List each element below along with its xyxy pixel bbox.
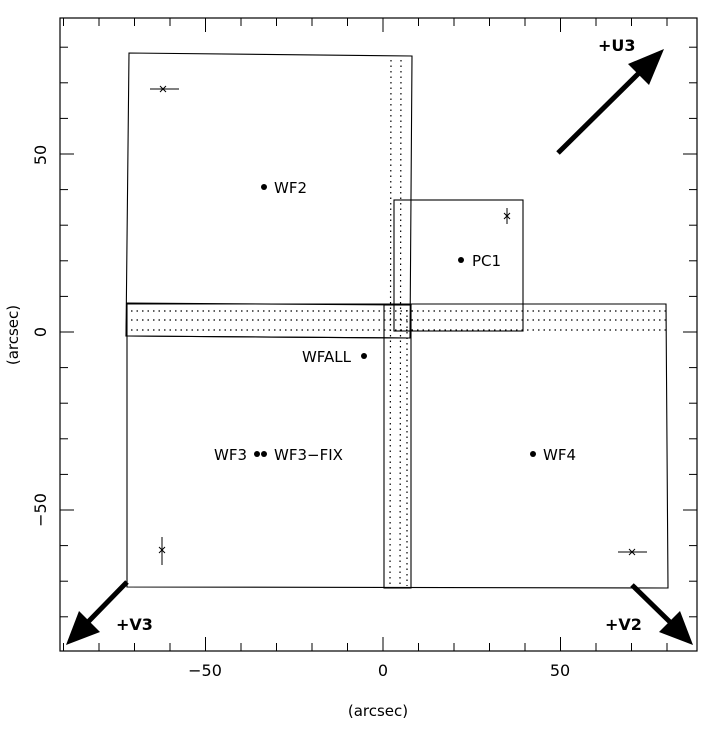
y-axis-label: (arcsec) [4, 305, 22, 365]
wf2-label: WF2 [274, 179, 307, 197]
x-tick-label: 0 [378, 661, 388, 680]
plot-frame [59, 17, 698, 652]
wf3-wf4-chip-outline [126, 303, 669, 589]
wf2-chip-outline [125, 52, 413, 339]
pc1-label: PC1 [472, 252, 501, 270]
wf3-label: WF3 [214, 446, 247, 464]
wf4-label: WF4 [543, 446, 576, 464]
x-tick-label: −50 [188, 661, 222, 680]
v2-arrow-icon [630, 583, 693, 645]
v2-label: +V2 [605, 615, 642, 634]
x-tick-label: 50 [550, 661, 570, 680]
wf3-fix-label: WF3−FIX [274, 446, 343, 464]
wf3-point [254, 451, 260, 457]
u3-label: +U3 [598, 36, 636, 55]
cross-markers [150, 85, 647, 565]
wf2-point [261, 184, 267, 190]
wfall-point [361, 353, 367, 359]
wf3-fix-point [261, 451, 267, 457]
x-axis-label: (arcsec) [348, 702, 408, 720]
axis-ticks [60, 18, 697, 651]
v3-arrow-icon [66, 580, 129, 645]
pc1-chip-outline [393, 199, 524, 332]
y-tick-label: 0 [31, 327, 50, 337]
y-tick-label: 50 [31, 145, 50, 165]
vertical-strip-outline [383, 304, 412, 589]
wf4-point [530, 451, 536, 457]
wfall-label: WFALL [302, 348, 352, 366]
pc1-point [458, 257, 464, 263]
dotted-guides [131, 59, 666, 587]
y-tick-label: −50 [31, 493, 50, 527]
u3-arrow-icon [556, 49, 664, 155]
v3-label: +V3 [116, 615, 153, 634]
